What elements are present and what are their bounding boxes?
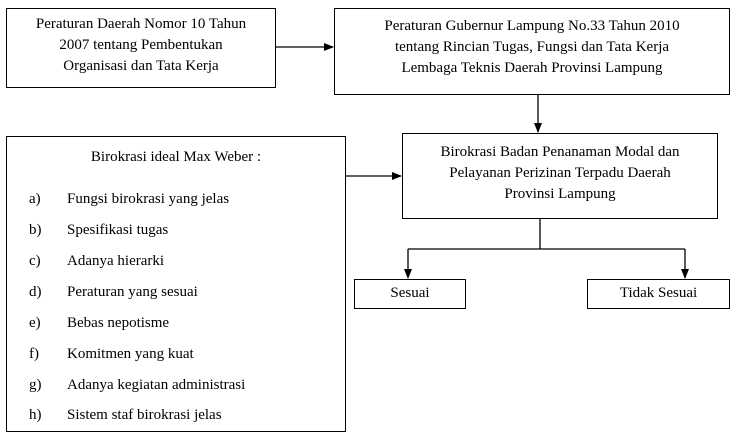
- weber-item-text: Fungsi birokrasi yang jelas: [67, 191, 230, 207]
- weber-item-letter: c): [29, 253, 41, 269]
- weber-item-text: Peraturan yang sesuai: [67, 284, 198, 300]
- box-line: Peraturan Gubernur Lampung No.33 Tahun 2…: [384, 18, 680, 34]
- weber-item-text: Adanya kegiatan administrasi: [67, 377, 246, 393]
- weber-item-text: Spesifikasi tugas: [67, 222, 169, 238]
- sesuai-label: Sesuai: [390, 285, 430, 301]
- weber-item-letter: a): [29, 191, 41, 207]
- weber-item: e) Bebas nepotisme: [29, 313, 169, 334]
- weber-item: g) Adanya kegiatan administrasi: [29, 375, 245, 396]
- weber-item: f) Komitmen yang kuat: [29, 344, 194, 365]
- weber-item-letter: f): [29, 346, 39, 362]
- box-line: Lembaga Teknis Daerah Provinsi Lampung: [401, 60, 663, 76]
- weber-item-letter: d): [29, 284, 42, 300]
- box-line: tentang Rincian Tugas, Fungsi dan Tata K…: [394, 39, 670, 55]
- box-birokrasi-weber: Birokrasi ideal Max Weber : a) Fungsi bir…: [6, 136, 346, 432]
- weber-item: a) Fungsi birokrasi yang jelas: [29, 189, 229, 210]
- box-line: Birokrasi Badan Penanaman Modal dan: [440, 144, 680, 160]
- box-birokrasi-bpm: Birokrasi Badan Penanaman Modal dan Pela…: [402, 133, 718, 219]
- tidak-sesuai-label: Tidak Sesuai: [619, 285, 698, 301]
- box-line: Organisasi dan Tata Kerja: [63, 58, 219, 74]
- weber-item: c) Adanya hierarki: [29, 251, 164, 272]
- box-line: Provinsi Lampung: [504, 186, 616, 202]
- weber-item: d) Peraturan yang sesuai: [29, 282, 198, 303]
- box-sesuai: Sesuai: [354, 279, 466, 309]
- weber-item-letter: h): [29, 407, 42, 423]
- box-line: 2007 tentang Pembentukan: [59, 37, 223, 53]
- weber-item-letter: e): [29, 315, 41, 331]
- weber-item-text: Adanya hierarki: [67, 253, 165, 269]
- box-line: Pelayanan Perizinan Terpadu Daerah: [449, 165, 671, 181]
- weber-item-text: Sistem staf birokrasi jelas: [67, 407, 222, 423]
- box-peraturan-gubernur: Peraturan Gubernur Lampung No.33 Tahun 2…: [334, 8, 730, 95]
- box-tidak-sesuai: Tidak Sesuai: [587, 279, 730, 309]
- weber-title: Birokrasi ideal Max Weber :: [90, 149, 262, 165]
- weber-item-text: Komitmen yang kuat: [67, 346, 194, 362]
- box-line: Peraturan Daerah Nomor 10 Tahun: [35, 16, 247, 32]
- weber-item: h) Sistem staf birokrasi jelas: [29, 405, 222, 426]
- box-peraturan-daerah: Peraturan Daerah Nomor 10 Tahun 2007 ten…: [6, 8, 276, 88]
- weber-item: b) Spesifikasi tugas: [29, 220, 168, 241]
- weber-item-letter: b): [29, 222, 42, 238]
- weber-item-letter: g): [29, 377, 42, 393]
- weber-item-text: Bebas nepotisme: [67, 315, 170, 331]
